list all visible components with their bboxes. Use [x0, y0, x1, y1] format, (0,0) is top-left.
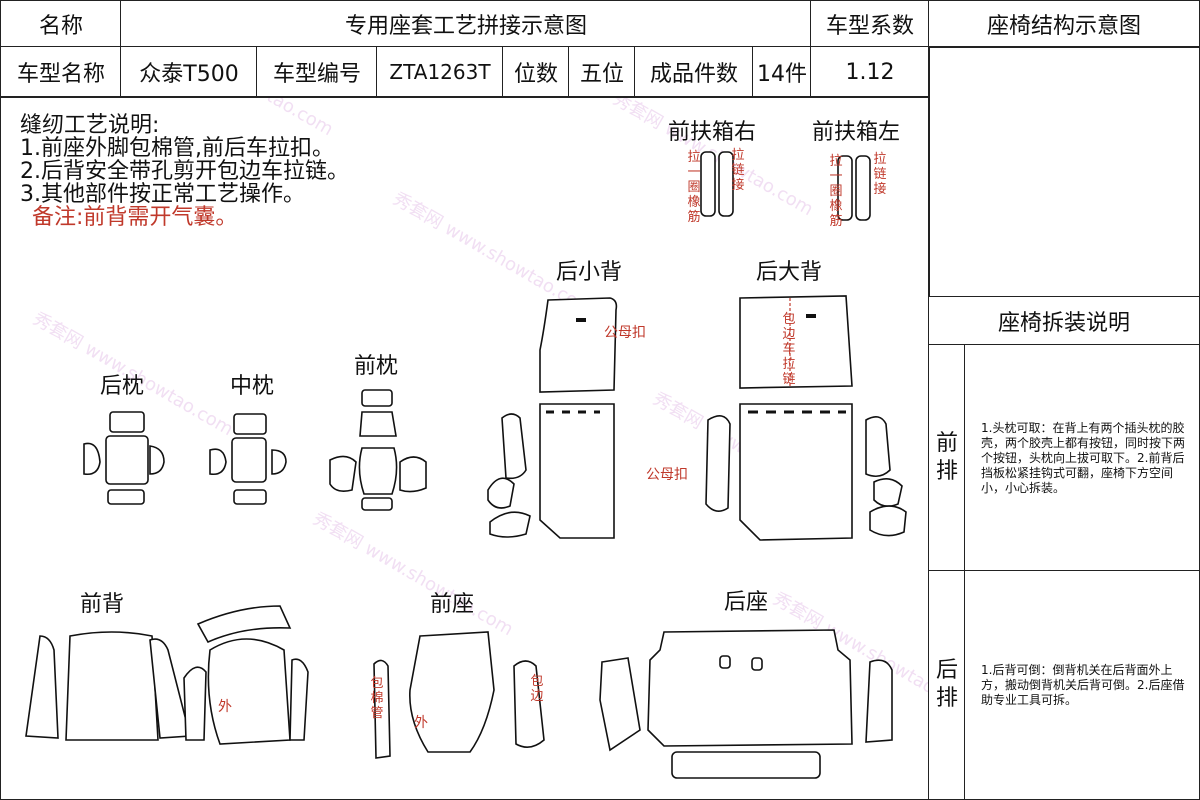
label-rear-pillow: 后枕	[100, 374, 145, 399]
rear-big-side-a	[705, 415, 731, 512]
rear-big-side-c	[873, 478, 903, 508]
label-armrest-left: 前扶箱左	[812, 120, 901, 145]
slot-mark	[806, 314, 816, 318]
model-code: ZTA1263T	[376, 46, 504, 98]
front-seat-main	[409, 631, 495, 753]
note-snap-lower: 公母扣	[646, 467, 688, 483]
note-cotton-tube: 包棉管	[370, 676, 384, 721]
rear-row-text: 1.后背可倒：倒背机关在后背面外上方，搬动倒背机关后背可倒。2.后座借助专业工具…	[964, 570, 1200, 800]
structure-panel	[928, 46, 1200, 298]
mid-pillow-side-a	[209, 448, 227, 476]
label-front-pillow: 前枕	[354, 354, 399, 379]
disassembly-title: 座椅拆装说明	[928, 296, 1200, 346]
notes-item-1: 1.前座外脚包棉管,前后车拉扣。	[20, 136, 334, 161]
structure-title: 座椅结构示意图	[928, 0, 1200, 48]
front-pillow-bottom	[361, 497, 393, 511]
armrest-right-piece-a	[700, 151, 716, 217]
front-pillow-side-a	[329, 455, 357, 492]
label-mid-pillow: 中枕	[230, 374, 275, 399]
name-label: 名称	[0, 0, 122, 48]
rear-seat-side-a	[599, 657, 641, 752]
rear-big-side-b	[865, 416, 891, 478]
mid-pillow-top	[233, 413, 267, 435]
rear-small-back-top	[539, 297, 618, 393]
armrest-right-piece-b	[718, 151, 734, 217]
label-front-seat: 前座	[430, 592, 475, 617]
front-back-side-d	[289, 658, 309, 741]
seats: 五位	[568, 46, 636, 98]
rear-pillow-main	[105, 435, 149, 485]
front-pillow-top	[361, 389, 393, 407]
note-outer-back: 外	[218, 699, 232, 715]
rear-big-side-d	[869, 505, 907, 537]
front-pillow-side-b	[399, 456, 427, 493]
rear-row-label: 后排	[928, 570, 966, 800]
rear-pillow-top	[109, 411, 145, 433]
model-name-label: 车型名称	[0, 46, 122, 98]
label-rear-big-back: 后大背	[756, 260, 823, 285]
front-pillow-upper	[359, 411, 397, 437]
notes-heading: 缝纫工艺说明:	[20, 113, 160, 138]
note-zip-edge: 包边车拉链	[782, 312, 796, 387]
rear-big-back-top	[739, 295, 853, 389]
coef-label: 车型系数	[810, 0, 930, 48]
front-row-label: 前排	[928, 344, 966, 572]
pieces-label: 成品件数	[634, 46, 754, 98]
front-seat-side-b	[513, 660, 545, 748]
mid-pillow-main	[231, 437, 267, 483]
front-back-side-a	[25, 635, 59, 739]
note-armrest-left-rope: 拉一圈橡筋	[829, 154, 843, 229]
rear-pillow-bottom	[107, 489, 145, 505]
rear-small-back-main	[539, 403, 615, 539]
mid-pillow-side-b	[271, 449, 287, 475]
rear-seat-main	[647, 629, 853, 747]
note-armrest-right-rope: 拉一圈橡筋	[687, 150, 701, 225]
rear-small-side-c	[489, 511, 531, 538]
front-back-top	[196, 605, 292, 644]
note-outer-seat: 外	[414, 715, 428, 731]
note-armrest-right-zip: 拉链接	[731, 148, 745, 193]
front-back-outer	[207, 638, 291, 745]
rear-pillow-side-b	[149, 445, 165, 475]
front-back-side-c	[183, 666, 207, 741]
notes-remark: 备注:前背需开气囊。	[32, 205, 238, 230]
coef-value: 1.12	[810, 46, 930, 98]
seat-slot	[719, 655, 731, 669]
notes-item-2: 2.后背安全带孔剪开包边车拉链。	[20, 159, 349, 184]
label-armrest-right: 前扶箱右	[668, 120, 757, 145]
front-row-text: 1.头枕可取：在背上有两个插头枕的胶壳，两个胶壳上都有按钮，同时按下两个按钮，头…	[964, 344, 1200, 572]
armrest-left-piece-b	[855, 155, 871, 221]
armrest-left-piece-a	[837, 155, 853, 221]
label-rear-small-back: 后小背	[556, 260, 623, 285]
label-front-back: 前背	[80, 592, 125, 617]
front-pillow-main	[358, 447, 398, 495]
note-snap-upper: 公母扣	[604, 325, 646, 341]
label-rear-seat: 后座	[724, 590, 769, 615]
rear-big-back-main	[739, 403, 853, 541]
sewing-notes: 缝纫工艺说明: 1.前座外脚包棉管,前后车拉扣。 2.后背安全带孔剪开包边车拉链…	[20, 114, 349, 229]
note-armrest-left-zip: 拉链接	[873, 152, 887, 197]
slot-mark	[576, 318, 586, 322]
seats-label: 位数	[502, 46, 570, 98]
notes-item-3: 3.其他部件按正常工艺操作。	[20, 182, 305, 207]
model-code-label: 车型编号	[256, 46, 378, 98]
mid-pillow-bottom	[233, 489, 267, 505]
rear-seat-side-b	[865, 659, 893, 743]
front-seat-side-a	[373, 659, 391, 759]
rear-seat-front-strip	[671, 751, 821, 779]
note-edge: 包边	[530, 674, 544, 704]
rear-small-side-b	[487, 477, 515, 509]
pattern-pieces	[25, 151, 907, 779]
rear-pillow-side-a	[83, 442, 101, 476]
rear-small-side-a	[501, 413, 527, 480]
model-name: 众泰T500	[120, 46, 258, 98]
seat-slot	[751, 657, 763, 671]
front-back-main	[65, 631, 159, 741]
